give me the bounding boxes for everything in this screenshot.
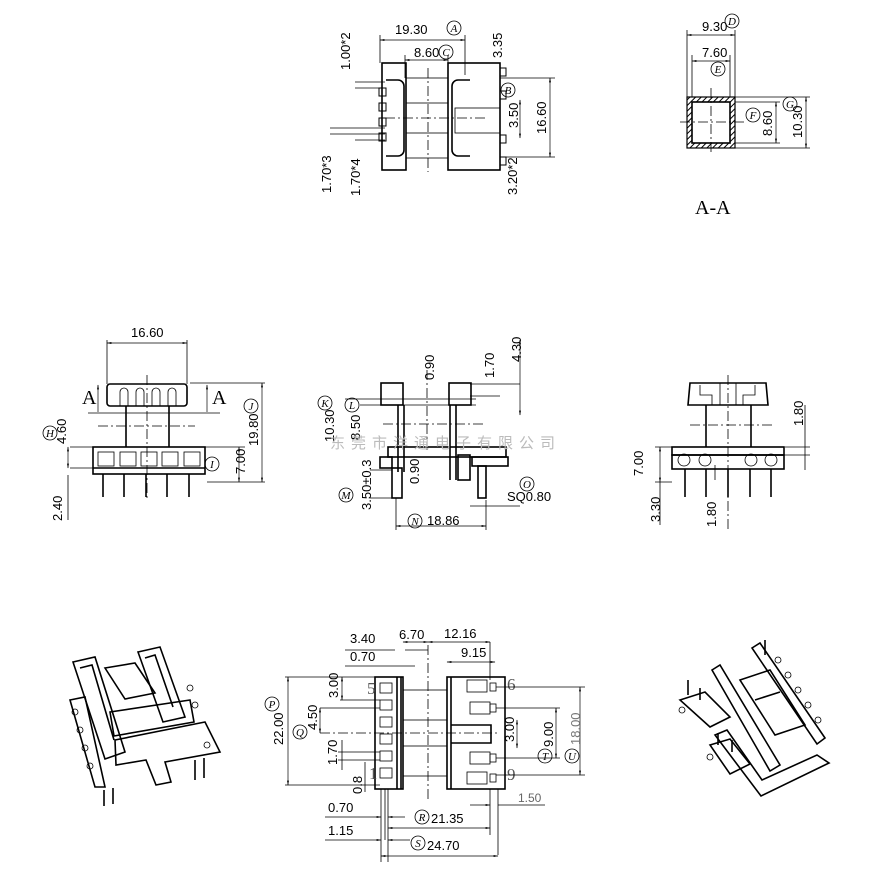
callout-p: P [268,699,276,711]
dim-3-30: 3.30 [648,497,663,522]
callout-q: Q [296,727,304,739]
dim-1-80-bottom: 1.80 [704,502,719,527]
dim-7-60: 7.60 [702,45,727,60]
callout-g: G [786,99,794,111]
dim-3-40: 3.40 [350,631,375,646]
callout-o: O [523,479,531,491]
dim-1-50: 1.50 [518,791,542,805]
callout-s: S [415,838,421,850]
callout-f: F [749,110,757,122]
dim-0-90-top: 0.90 [422,355,437,380]
dim-7-00-front: 7.00 [233,449,248,474]
section-a-a: 9.30 D 7.60 E F 8.60 G 10.30 A-A [680,13,810,219]
section-mark-left: A [82,387,97,409]
dim-3-35: 3.35 [490,33,505,58]
pin-label-1: 1 [369,764,378,783]
callout-h: H [45,428,55,440]
callout-k: K [320,398,329,410]
side-view: 0.90 1.70 4.30 K 10.30 L 8.50 M 3.50±0.3… [317,337,561,530]
dim-12-16: 12.16 [444,626,477,641]
dim-9-00: 9.00 [541,722,556,747]
isometric-view-right [678,640,831,798]
dim-19-30: 19.30 [395,22,428,37]
dim-8-60: 8.60 [414,45,439,60]
dim-10-30-section: 10.30 [790,105,805,138]
dim-3-20x2: 3.20*2 [505,157,520,195]
callout-j: J [249,401,255,413]
dim-9-15: 9.15 [461,645,486,660]
dim-0-90-base: 0.90 [407,459,422,484]
section-mark-right: A [212,387,227,409]
dim-2-40: 2.40 [50,496,65,521]
dim-6-70: 6.70 [399,627,424,642]
callout-b: B [505,85,512,97]
dim-0-8: 0.8 [350,776,365,794]
dim-18-00: 18.00 [568,712,583,745]
section-title: A-A [695,197,731,219]
watermark: 东莞市洋通电子有限公司 [330,434,561,452]
dim-3-00-left: 3.00 [326,673,341,698]
dim-4-50: 4.50 [305,705,320,730]
dim-0-70-bottom: 0.70 [328,800,353,815]
dim-1-70x4: 1.70*4 [348,158,363,196]
dim-3-50: 3.50 [506,103,521,128]
callout-n: N [410,516,419,528]
dim-1-70-bottom: 1.70 [325,740,340,765]
dim-16-60-front: 16.60 [131,325,164,340]
dim-3-50-tol: 3.50±0.3 [359,459,374,510]
dim-21-35: 21.35 [431,811,464,826]
dim-1-70-side: 1.70 [482,353,497,378]
top-view: 19.30 A 8.60 C 3.35 B 16.60 3.50 3.20*2 … [319,20,555,196]
dim-19-80: 19.80 [246,413,261,446]
dim-0-70-top: 0.70 [350,649,375,664]
callout-r: R [418,812,426,824]
dim-7-00-rear: 7.00 [631,451,646,476]
pin-label-6: 6 [507,675,516,694]
top-view-dimensions: 19.30 A 8.60 C 3.35 B 16.60 3.50 3.20*2 … [319,20,555,196]
dim-4-60: 4.60 [54,419,69,444]
dim-1-00x2: 1.00*2 [338,32,353,70]
pin-label-9: 9 [507,765,516,784]
callout-c: C [442,47,450,59]
bottom-view: 3.40 0.70 6.70 12.16 9.15 P 22.00 3.00 Q… [264,626,585,862]
dim-22-00: 22.00 [271,712,286,745]
rear-view: 1.80 7.00 3.30 1.80 [631,375,810,530]
callout-u: U [568,751,577,763]
dim-sq0-80: SQ0.80 [507,489,551,504]
callout-e: E [714,64,722,76]
callout-t: T [542,751,549,763]
callout-d: D [727,16,736,28]
front-view: 16.60 A A J 19.80 I 7.00 H 4.60 2.40 [42,325,265,521]
isometric-view-left [68,646,222,806]
dim-1-70x3: 1.70*3 [319,155,334,193]
top-view-outline [378,62,507,172]
callout-i: I [209,459,215,471]
dim-10-30-side: 10.30 [322,409,337,442]
dim-3-00-right: 3.00 [502,717,517,742]
callout-a: A [450,23,458,35]
dim-4-30: 4.30 [509,337,524,362]
dim-24-70: 24.70 [427,838,460,853]
dim-18-86: 18.86 [427,513,460,528]
dim-1-80-top: 1.80 [791,401,806,426]
dim-8-50: 8.50 [348,415,363,440]
dim-16-60: 16.60 [534,101,549,134]
dim-1-15: 1.15 [328,823,353,838]
dim-9-30: 9.30 [702,19,727,34]
dim-8-60-section: 8.60 [760,111,775,136]
callout-m: M [340,490,351,502]
pin-label-5: 5 [367,679,376,698]
callout-l: L [348,400,355,412]
